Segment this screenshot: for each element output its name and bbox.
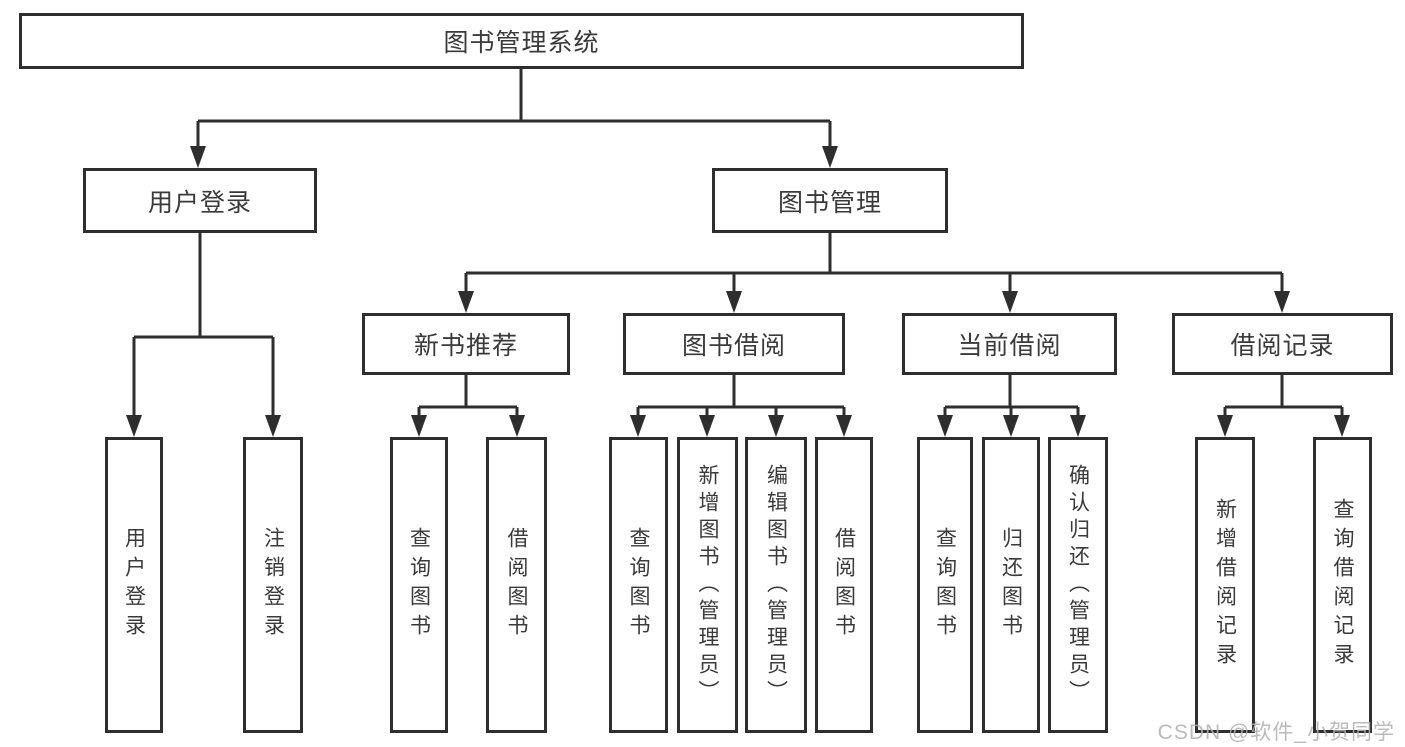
leaf-add-book-admin: 新增图书（管理员） [677,437,738,733]
leaf-query-books-current: 查询图书 [917,437,973,733]
leaf-query-books-borrowing-label: 查询图书 [627,527,650,643]
leaf-query-books-current-label: 查询图书 [933,527,957,643]
leaf-borrow-books-recommend-label: 借阅图书 [505,527,528,643]
leaf-query-borrow-record-label: 查询借阅记录 [1331,498,1354,672]
leaf-edit-book-admin: 编辑图书（管理员） [745,437,807,733]
leaf-return-books-label: 归还图书 [999,527,1023,643]
leaf-logout: 注销登录 [243,437,303,733]
leaf-borrow-books-borrowing: 借阅图书 [815,437,873,733]
leaf-return-books: 归还图书 [982,437,1040,733]
node-user-login: 用户登录 [83,168,317,233]
node-book-borrowing: 图书借阅 [623,313,845,375]
leaf-query-books-recommend-label: 查询图书 [407,527,431,643]
node-borrowing-records: 借阅记录 [1172,313,1393,375]
node-new-book-recommendation: 新书推荐 [362,313,570,375]
leaf-user-login: 用户登录 [105,437,163,733]
leaf-query-borrow-record: 查询借阅记录 [1313,437,1372,733]
leaf-query-books-borrowing: 查询图书 [609,437,668,733]
leaf-add-borrow-record: 新增借阅记录 [1195,437,1255,733]
leaf-confirm-return-admin-label: 确认归还（管理员） [1066,463,1090,707]
leaf-add-book-admin-label: 新增图书（管理员） [696,463,719,707]
node-book-management: 图书管理 [712,168,948,233]
leaf-add-borrow-record-label: 新增借阅记录 [1213,498,1237,672]
leaf-query-books-recommend: 查询图书 [390,437,448,733]
csdn-watermark: CSDN @软件_小贺同学 [1157,721,1395,744]
node-root-library-management-system: 图书管理系统 [19,13,1024,69]
leaf-borrow-books-borrowing-label: 借阅图书 [832,527,856,643]
leaf-edit-book-admin-label: 编辑图书（管理员） [764,463,788,707]
leaf-logout-label: 注销登录 [261,527,285,643]
leaf-user-login-label: 用户登录 [122,527,146,643]
node-current-borrowing: 当前借阅 [902,313,1117,375]
leaf-borrow-books-recommend: 借阅图书 [486,437,547,733]
leaf-confirm-return-admin: 确认归还（管理员） [1048,437,1108,733]
